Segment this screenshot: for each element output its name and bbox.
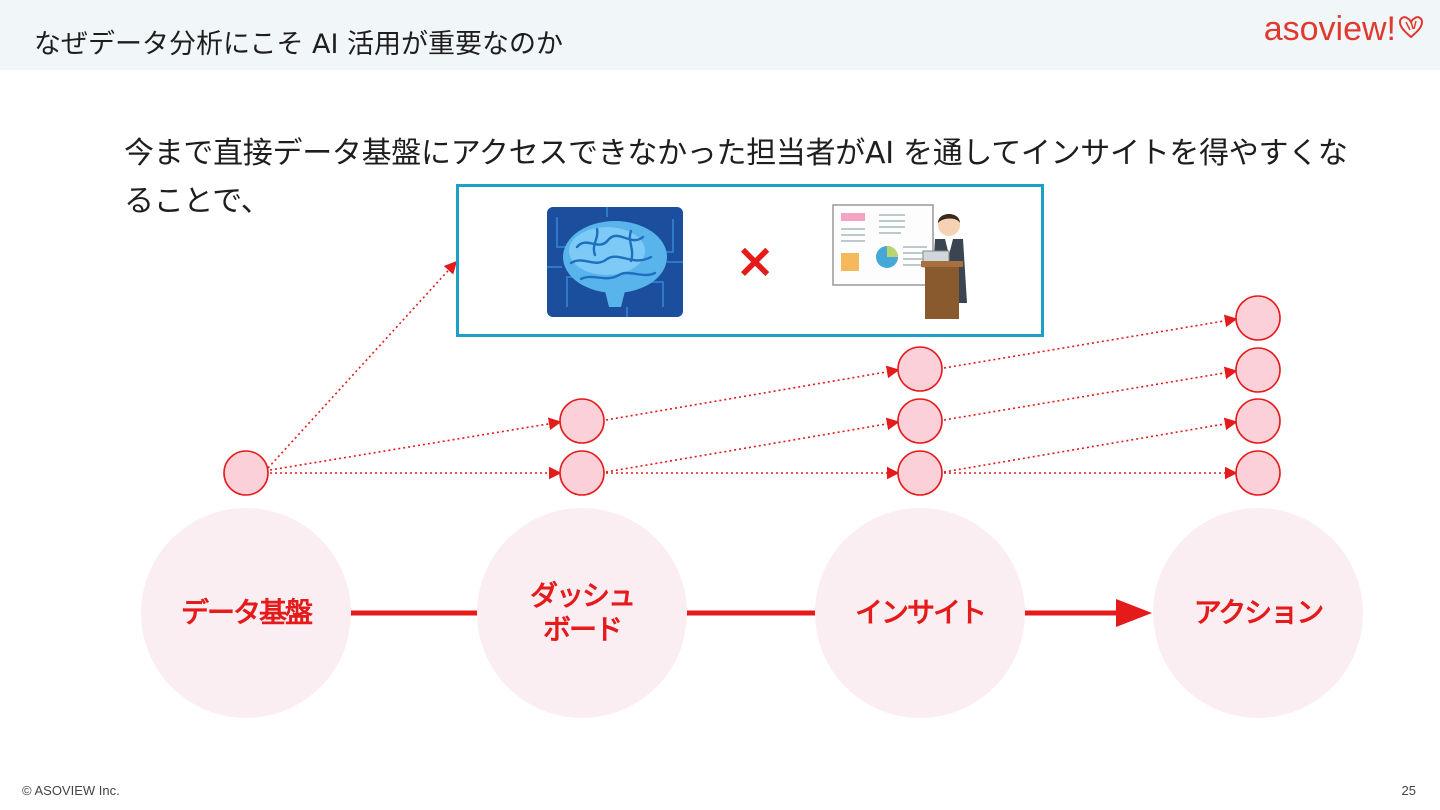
dotted-arrows — [267, 260, 1238, 480]
stage-label-dashboard: ダッシュ ボード — [529, 579, 636, 646]
nodes — [223, 295, 1281, 496]
ai-brain-icon — [547, 207, 683, 317]
stage-data-platform: データ基盤 — [141, 508, 351, 718]
brand-logo: asoview! — [1263, 10, 1396, 48]
main-arrow-head — [1116, 599, 1152, 627]
stage-label-insight: インサイト — [854, 596, 987, 629]
header-bar: なぜデータ分析にこそ AI 活用が重要なのか asoview! — [0, 0, 1440, 70]
footer-copyright: © ASOVIEW Inc. — [22, 783, 120, 798]
lead-text: 今まで直接データ基盤にアクセスできなかった担当者がAI を通してインサイトを得や… — [124, 136, 1348, 219]
brand-heart-icon — [1398, 16, 1424, 39]
ai-analyst-popup: × — [456, 184, 1044, 337]
slide-title: なぜデータ分析にこそ AI 活用が重要なのか — [34, 29, 564, 60]
stage-label-data-platform: データ基盤 — [180, 596, 313, 629]
stage-action: アクション — [1153, 508, 1363, 718]
stage-insight: インサイト — [815, 508, 1025, 718]
stage-label-action: アクション — [1193, 596, 1325, 629]
page-number: 25 — [1401, 783, 1416, 798]
times-symbol: × — [735, 233, 776, 289]
stage-dashboard: ダッシュ ボード — [477, 508, 687, 718]
presenter-icon — [832, 204, 967, 319]
